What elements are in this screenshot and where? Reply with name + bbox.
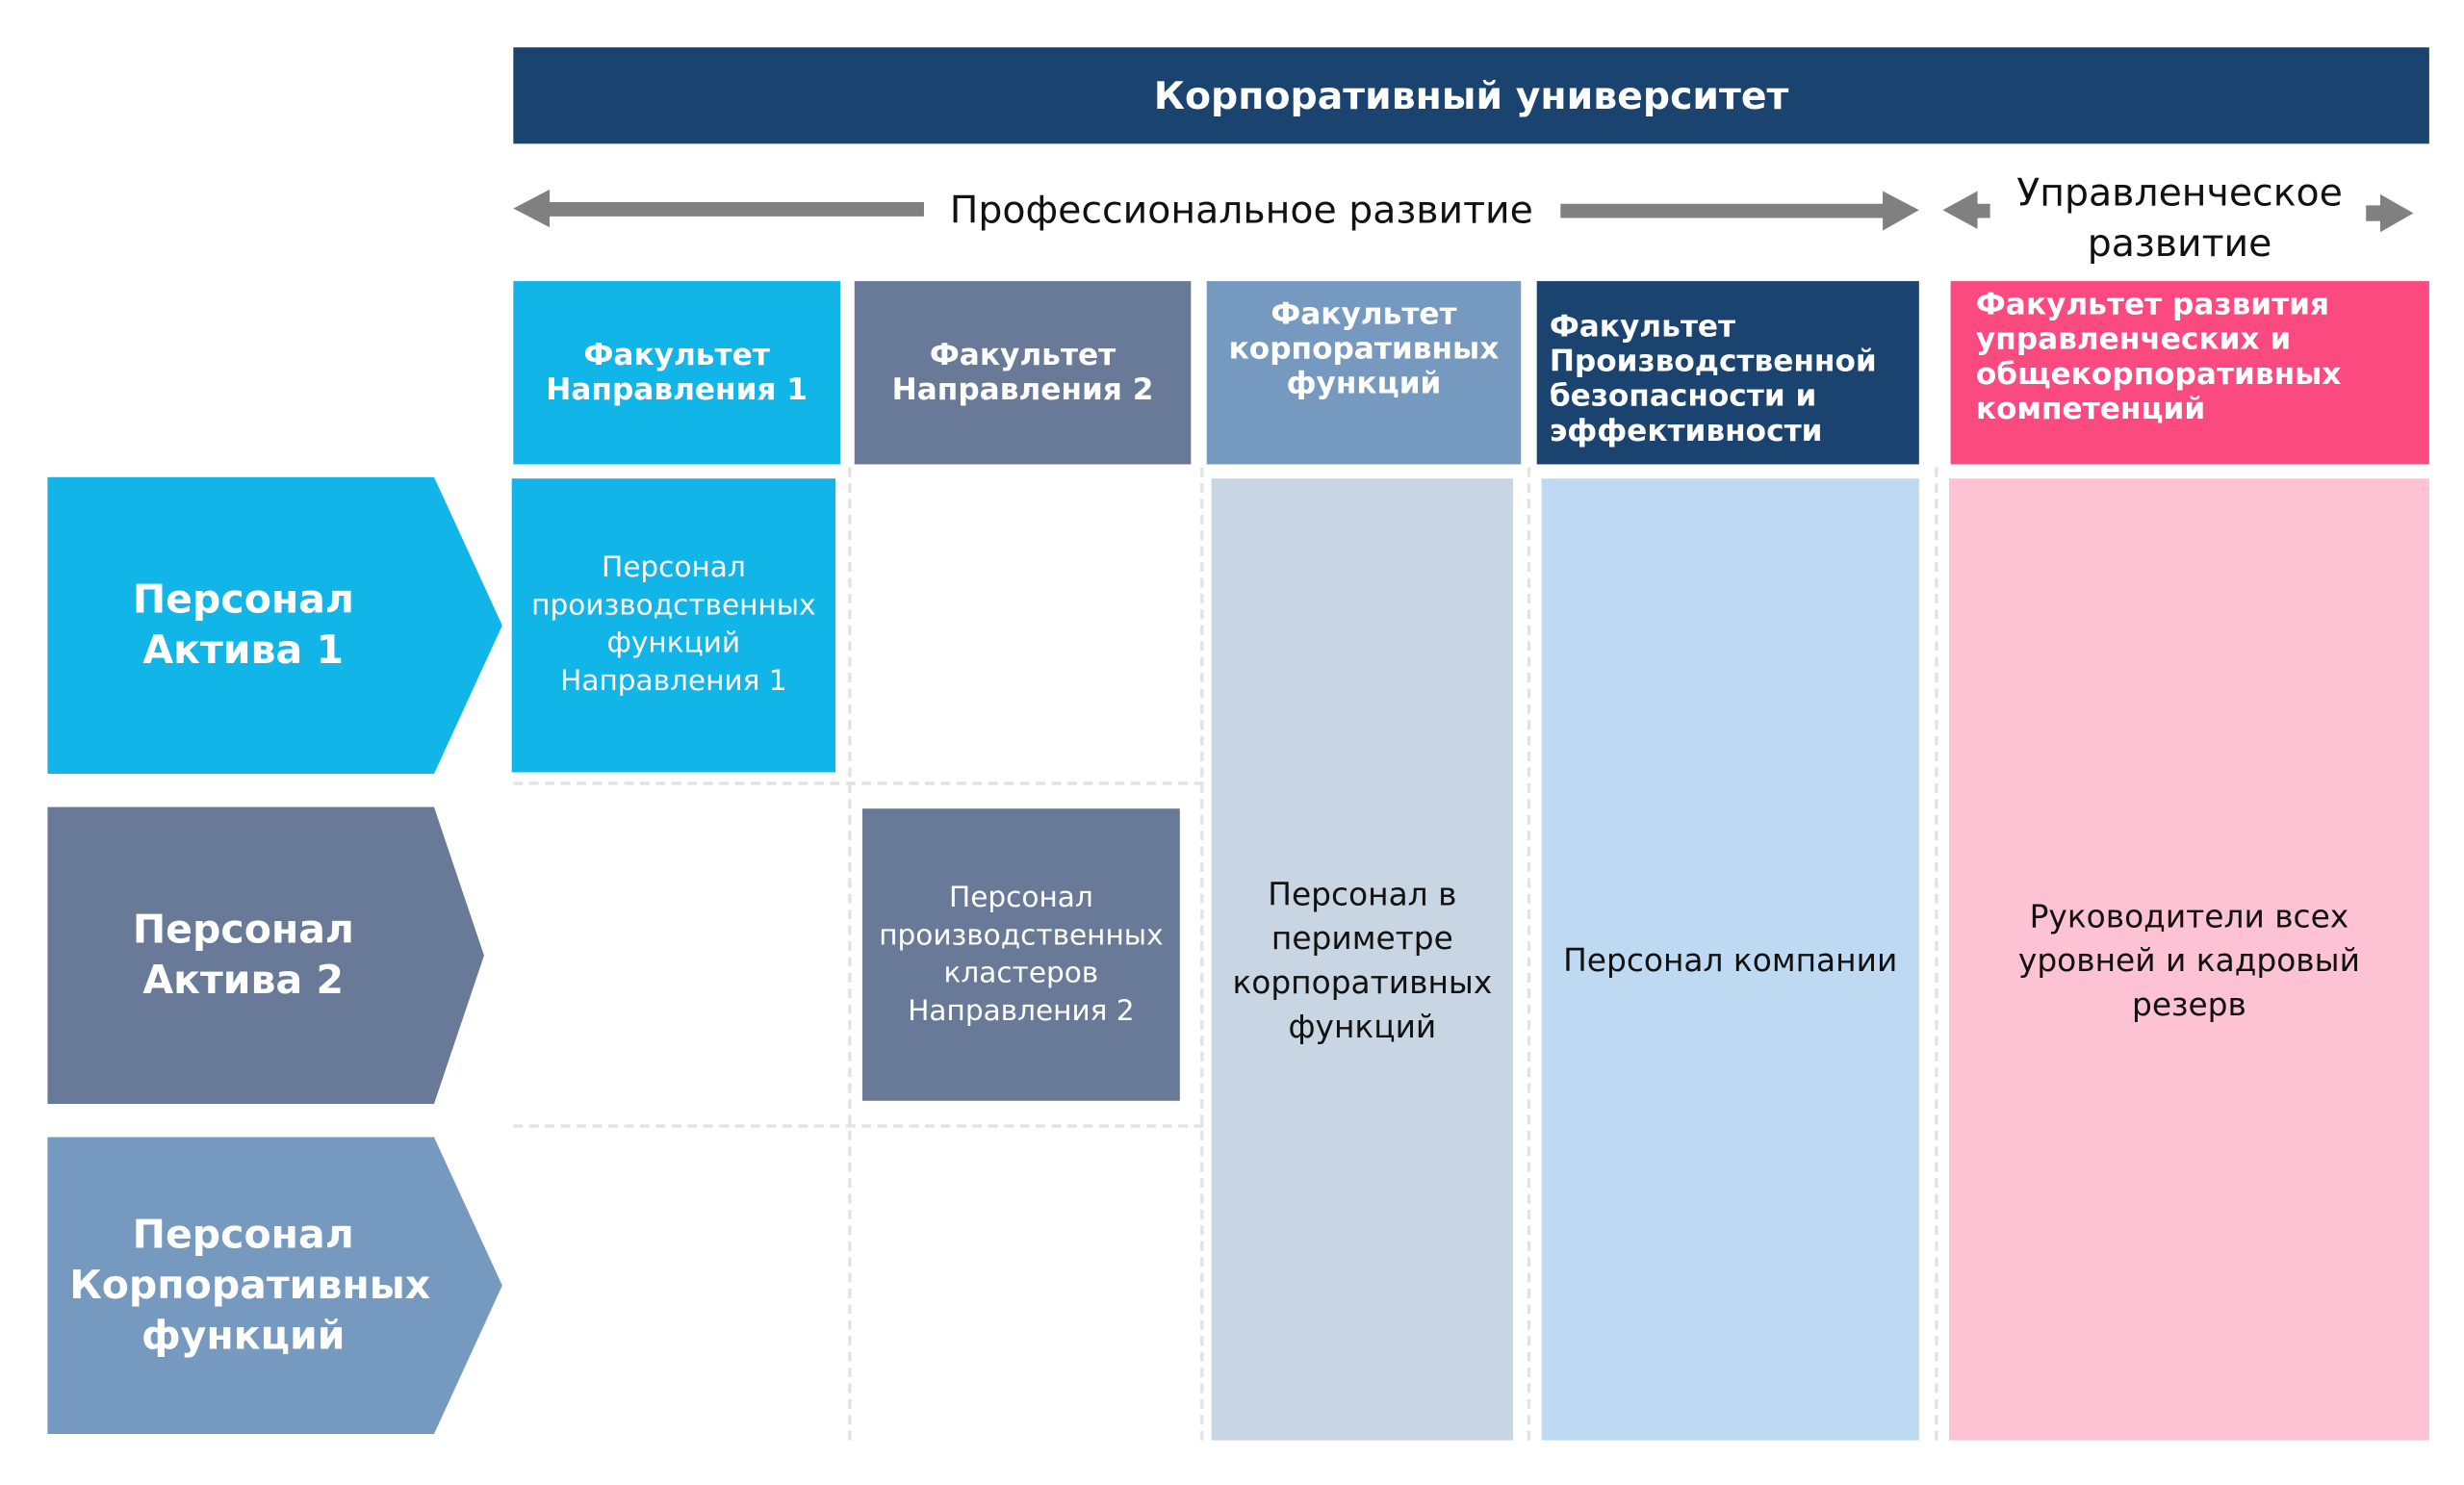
grid-line (1200, 467, 1204, 1441)
cell-managers: Руководители всех уровней и кадровый рез… (1948, 478, 2429, 1441)
faculty-header-2: Факультет Направления 2 (854, 281, 1192, 465)
faculty-header-3: Факультет корпоративных функций (1206, 281, 1522, 465)
grid-line (848, 467, 852, 1441)
arrow-left-icon (513, 189, 924, 228)
row-chevron-corporate: Персонал Корпоративных функций (47, 1137, 502, 1435)
grid-line (1935, 467, 1938, 1441)
cell-company-staff: Персонал компании (1541, 478, 1919, 1441)
grid-line (513, 781, 1204, 785)
row-label: Персонал Актива 2 (132, 906, 354, 1004)
arrow-right-small-icon (2366, 193, 2414, 233)
track-arrows (513, 189, 2414, 233)
row-label: Персонал Корпоративных функций (69, 1211, 431, 1359)
arrow-right-icon (1560, 191, 1919, 231)
cell-asset-2-staff: Персонал производственных кластеров Напр… (861, 808, 1180, 1101)
row-chevron-asset-1: Персонал Актива 1 (47, 476, 502, 775)
faculty-header-1: Факультет Направления 1 (513, 281, 841, 465)
arrow-left-small-icon (1942, 191, 1990, 229)
cell-corporate-staff: Персонал в периметре корпоративных функц… (1211, 478, 1514, 1441)
grid-line (513, 1124, 1204, 1128)
row-label: Персонал Актива 1 (132, 576, 354, 674)
managerial-track-label: Управленческое развитие (2016, 170, 2343, 266)
professional-track-label: Профессиональное развитие (949, 188, 1533, 233)
faculty-header-4: Факультет Производственной безопасности … (1536, 281, 1919, 465)
grid-line (1527, 467, 1531, 1441)
row-chevron-asset-2: Персонал Актива 2 (47, 807, 484, 1105)
cell-asset-1-staff: Персонал производственных функций Направ… (511, 478, 836, 773)
university-title-bar: Корпоративный университет (513, 47, 2429, 144)
university-title: Корпоративный университет (1153, 73, 1789, 118)
faculty-header-5: Факультет развития управленческих и обще… (1950, 281, 2429, 465)
